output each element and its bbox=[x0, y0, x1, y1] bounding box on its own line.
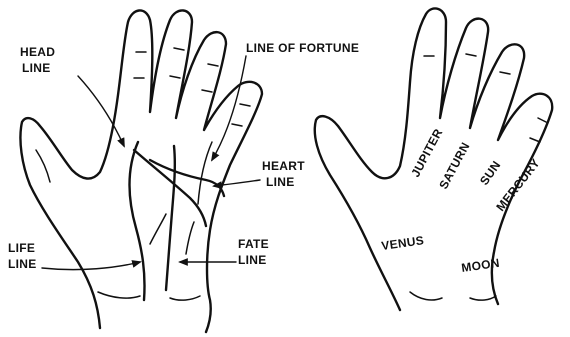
heart-line bbox=[150, 160, 224, 196]
fate-line-label-1: FATE bbox=[238, 237, 269, 251]
moon-label: MOON bbox=[460, 256, 500, 275]
minor-line-2 bbox=[186, 222, 194, 254]
jupiter-label: JUPITER bbox=[408, 126, 445, 179]
heart-line-label-1: HEART bbox=[262, 159, 305, 173]
life-line-label-1: LIFE bbox=[8, 241, 35, 255]
left-hand-outline bbox=[20, 10, 262, 332]
line-of-fortune bbox=[198, 142, 212, 204]
right-wrist-crease-2 bbox=[470, 296, 496, 300]
heart-line-arrow bbox=[214, 180, 260, 186]
head-line-arrow bbox=[78, 76, 124, 146]
sun-label: SUN bbox=[477, 158, 504, 188]
right-crease-3 bbox=[500, 72, 510, 74]
life-line bbox=[130, 142, 145, 300]
left-wrist-crease-2 bbox=[170, 296, 200, 300]
right-crease-4 bbox=[538, 118, 546, 122]
left-crease-4 bbox=[170, 76, 180, 78]
heart-line-label-2: LINE bbox=[266, 175, 295, 189]
left-thumb-joint bbox=[36, 150, 50, 182]
head-line-label-2: LINE bbox=[22, 61, 51, 75]
fate-line-label-2: LINE bbox=[238, 253, 267, 267]
left-crease-3 bbox=[174, 48, 184, 50]
left-crease-6 bbox=[202, 90, 212, 92]
left-crease-7 bbox=[240, 104, 250, 106]
minor-line-1 bbox=[150, 214, 166, 244]
life-line-label-2: LINE bbox=[8, 257, 37, 271]
head-line bbox=[134, 150, 206, 226]
right-wrist-crease-1 bbox=[410, 292, 442, 300]
life-line-arrow bbox=[42, 262, 140, 270]
venus-label: VENUS bbox=[380, 233, 424, 253]
left-crease-8 bbox=[232, 124, 242, 126]
right-crease-2 bbox=[466, 54, 476, 56]
head-line-label-1: HEAD bbox=[20, 45, 55, 59]
left-crease-5 bbox=[208, 64, 218, 66]
line-of-fortune-label: LINE OF FORTUNE bbox=[246, 41, 359, 55]
left-hand bbox=[20, 10, 262, 332]
saturn-label: SATURN bbox=[436, 140, 472, 192]
right-crease-5 bbox=[530, 138, 540, 142]
left-wrist-crease-1 bbox=[98, 292, 140, 298]
